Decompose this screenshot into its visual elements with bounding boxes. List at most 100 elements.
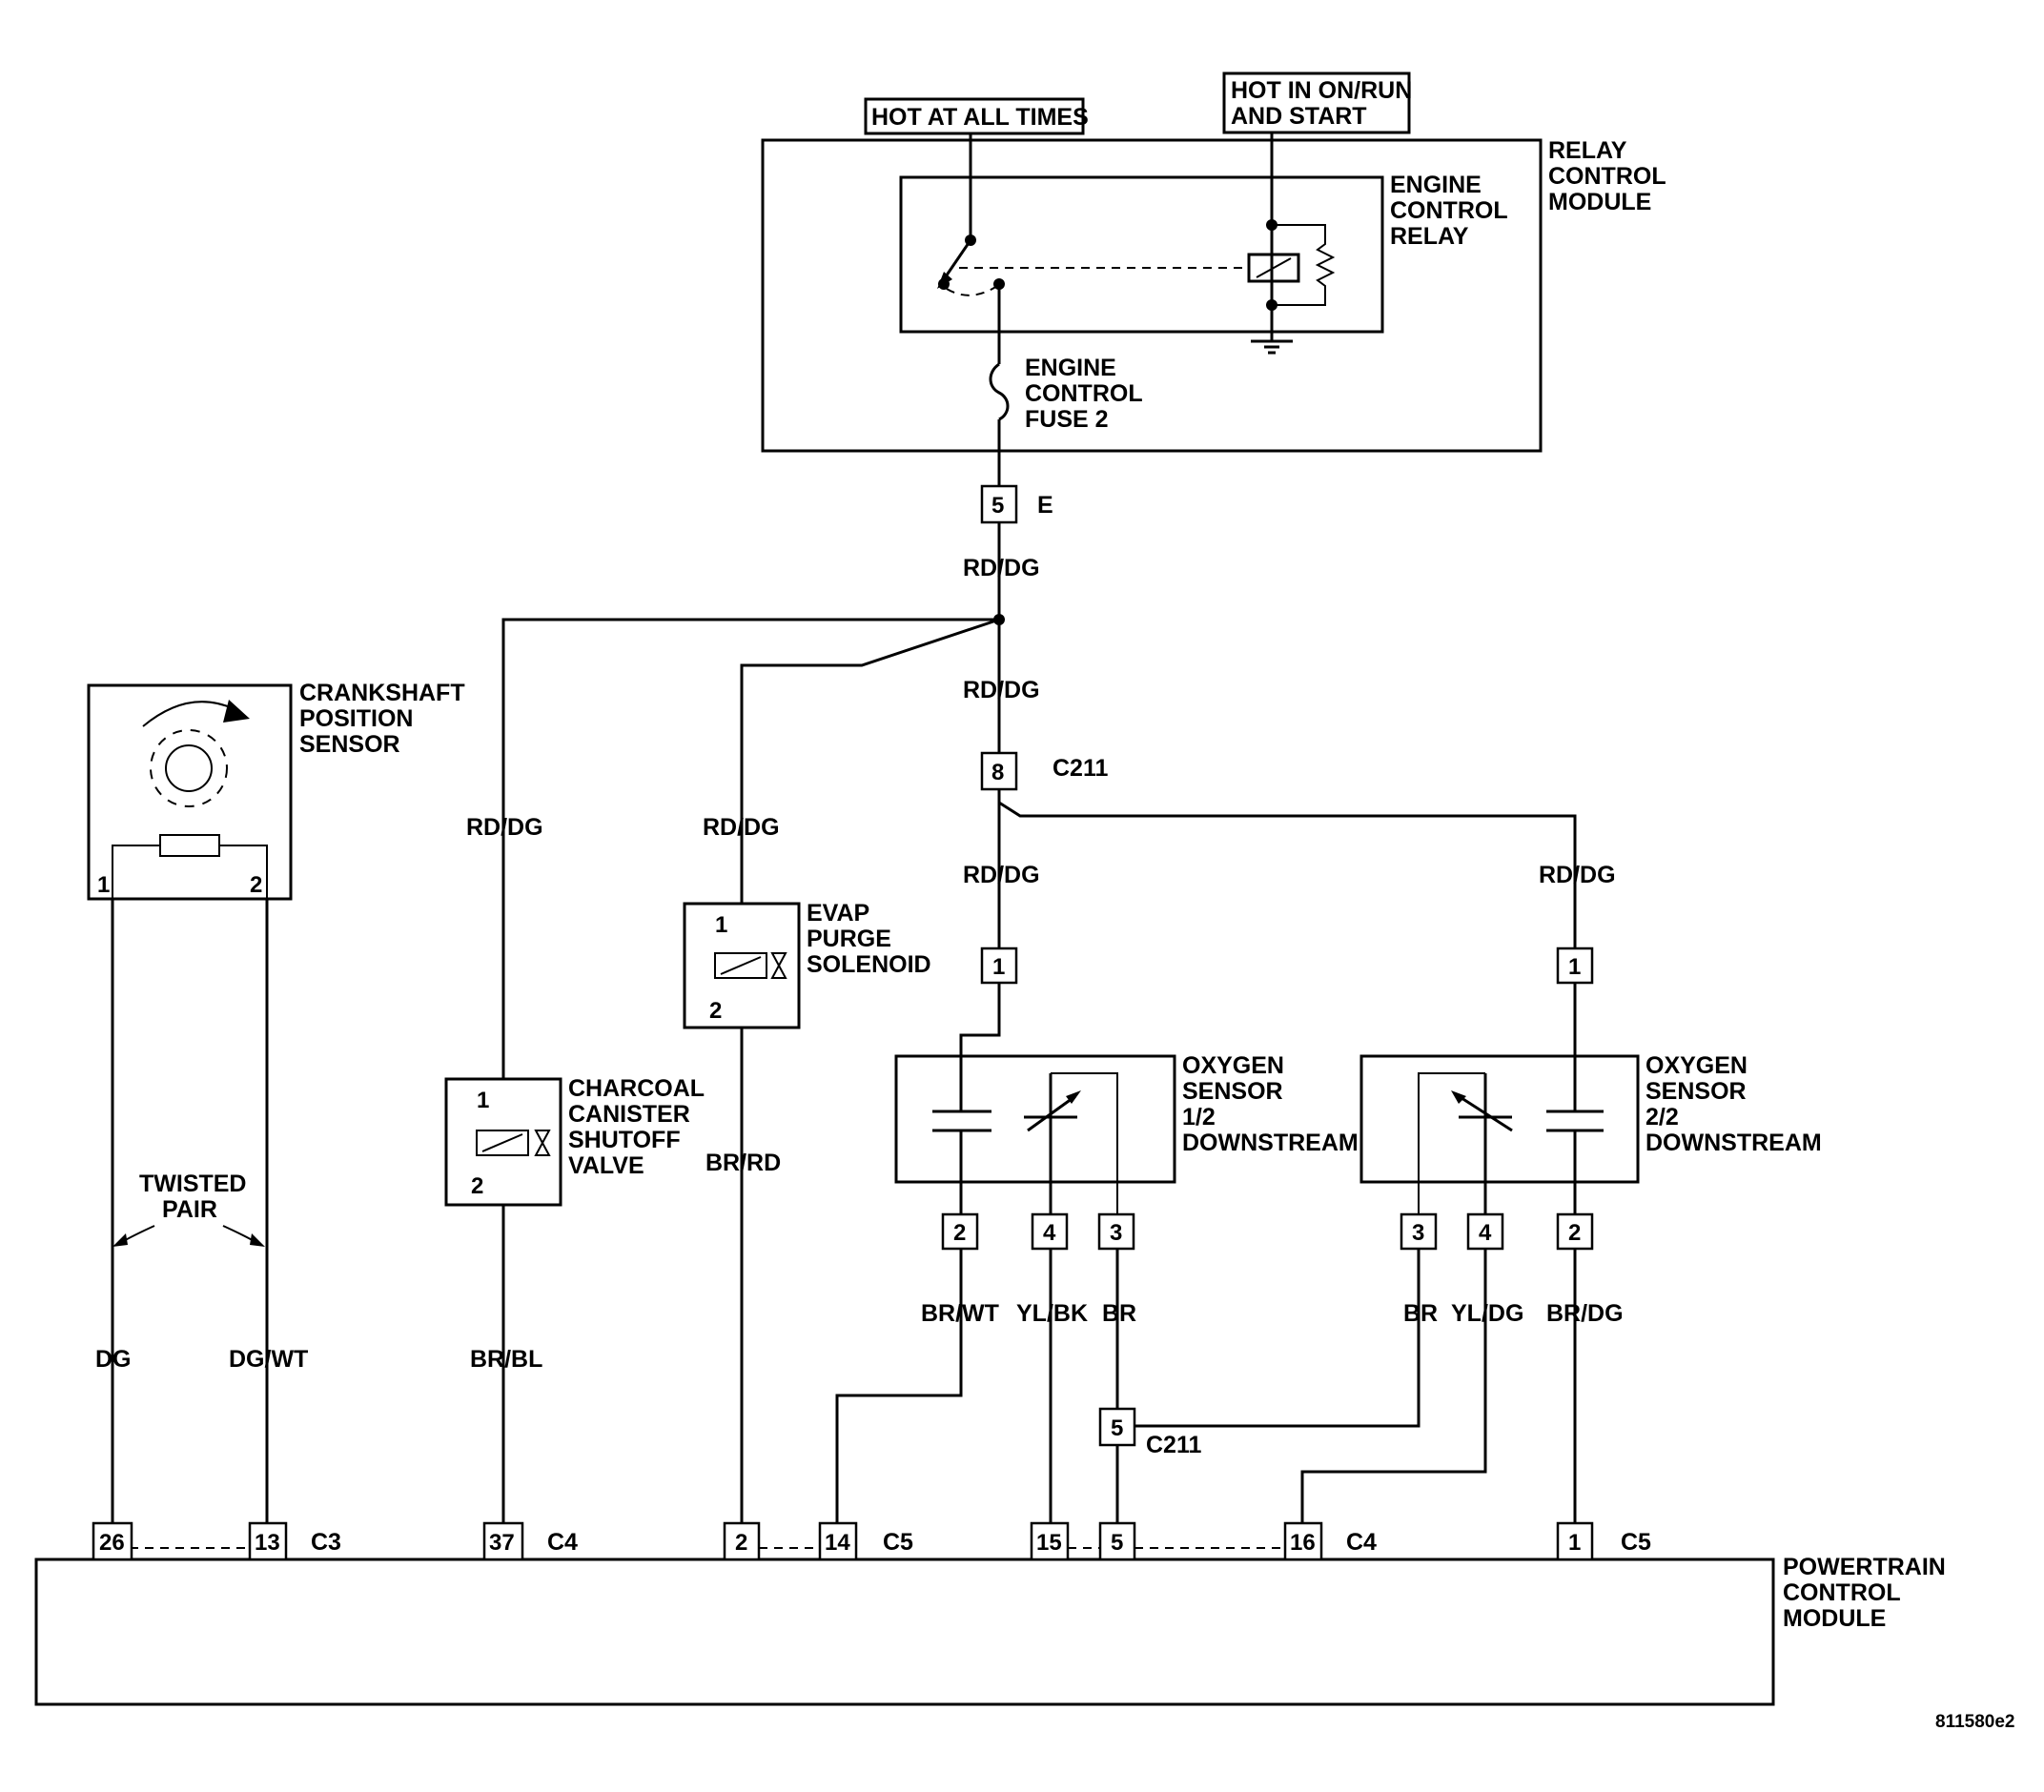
svg-text:3: 3 bbox=[1412, 1220, 1424, 1246]
svg-text:5: 5 bbox=[1111, 1415, 1123, 1441]
svg-text:C4: C4 bbox=[547, 1529, 578, 1556]
svg-text:15: 15 bbox=[1036, 1530, 1062, 1556]
wire-label: RD/DG bbox=[1539, 862, 1616, 888]
svg-text:MODULE: MODULE bbox=[1548, 189, 1651, 215]
svg-text:3: 3 bbox=[1110, 1220, 1122, 1246]
svg-text:5: 5 bbox=[1111, 1530, 1123, 1556]
svg-text:SOLENOID: SOLENOID bbox=[807, 951, 931, 978]
svg-text:14: 14 bbox=[825, 1530, 850, 1556]
svg-text:2: 2 bbox=[1568, 1220, 1581, 1246]
svg-text:CHARCOAL: CHARCOAL bbox=[568, 1075, 705, 1102]
svg-text:POWERTRAIN: POWERTRAIN bbox=[1783, 1554, 1946, 1580]
svg-text:AND START: AND START bbox=[1231, 103, 1367, 130]
wire-label: RD/DG bbox=[963, 555, 1040, 581]
svg-text:SENSOR: SENSOR bbox=[1182, 1078, 1283, 1105]
wire-label: YL/BK bbox=[1016, 1300, 1088, 1327]
svg-text:OXYGEN: OXYGEN bbox=[1645, 1052, 1748, 1079]
wire-label: BR/DG bbox=[1546, 1300, 1624, 1327]
svg-text:E: E bbox=[1037, 492, 1053, 519]
svg-text:2: 2 bbox=[735, 1530, 747, 1556]
engine-control-fuse: ENGINE CONTROL FUSE 2 bbox=[989, 284, 1143, 486]
svg-text:VALVE: VALVE bbox=[568, 1152, 644, 1179]
connector-c211-upper: 8 C211 bbox=[980, 751, 1108, 791]
connector-c211-lower: 5 C211 bbox=[1098, 1407, 1201, 1458]
svg-text:FUSE 2: FUSE 2 bbox=[1025, 406, 1109, 433]
svg-text:C211: C211 bbox=[1053, 755, 1108, 782]
svg-text:2: 2 bbox=[709, 998, 722, 1024]
hot-in-on-run-label: HOT IN ON/RUN AND START bbox=[1222, 71, 1412, 134]
hot-at-all-times-label: HOT AT ALL TIMES bbox=[864, 97, 1089, 135]
svg-text:DOWNSTREAM: DOWNSTREAM bbox=[1645, 1130, 1822, 1156]
wire-label: YL/DG bbox=[1451, 1300, 1523, 1327]
wire-label: RD/DG bbox=[466, 814, 543, 841]
svg-text:CANISTER: CANISTER bbox=[568, 1101, 690, 1128]
connector-e: 5 E bbox=[980, 484, 1053, 524]
svg-text:4: 4 bbox=[1479, 1220, 1492, 1246]
svg-text:CRANKSHAFT: CRANKSHAFT bbox=[299, 680, 465, 706]
svg-text:C211: C211 bbox=[1146, 1432, 1201, 1458]
svg-text:26: 26 bbox=[99, 1530, 125, 1556]
svg-text:2/2: 2/2 bbox=[1645, 1104, 1679, 1130]
svg-text:OXYGEN: OXYGEN bbox=[1182, 1052, 1284, 1079]
svg-text:2: 2 bbox=[953, 1220, 966, 1246]
svg-text:1: 1 bbox=[477, 1088, 489, 1113]
svg-text:POSITION: POSITION bbox=[299, 705, 413, 732]
figure-id: 811580e2 bbox=[1935, 1712, 2015, 1732]
svg-text:EVAP: EVAP bbox=[807, 900, 869, 927]
svg-text:PURGE: PURGE bbox=[807, 926, 891, 952]
svg-text:SHUTOFF: SHUTOFF bbox=[568, 1127, 681, 1153]
svg-text:1: 1 bbox=[1568, 954, 1581, 980]
engine-control-relay: ENGINE CONTROL RELAY bbox=[899, 133, 1508, 355]
svg-text:C5: C5 bbox=[883, 1529, 913, 1556]
svg-text:DOWNSTREAM: DOWNSTREAM bbox=[1182, 1130, 1359, 1156]
svg-text:C3: C3 bbox=[311, 1529, 341, 1556]
svg-text:1: 1 bbox=[992, 954, 1005, 980]
svg-text:37: 37 bbox=[489, 1530, 515, 1556]
svg-text:CONTROL: CONTROL bbox=[1390, 197, 1508, 224]
svg-text:HOT AT ALL TIMES: HOT AT ALL TIMES bbox=[871, 104, 1089, 131]
svg-text:4: 4 bbox=[1043, 1220, 1056, 1246]
svg-text:RELAY: RELAY bbox=[1390, 223, 1469, 250]
svg-text:1: 1 bbox=[715, 912, 727, 938]
crankshaft-position-sensor: CRANKSHAFT POSITION SENSOR 1 2 bbox=[87, 680, 465, 904]
svg-text:TWISTED: TWISTED bbox=[139, 1171, 247, 1197]
svg-text:PAIR: PAIR bbox=[162, 1196, 217, 1223]
svg-text:SENSOR: SENSOR bbox=[299, 731, 400, 758]
svg-text:1: 1 bbox=[97, 872, 110, 898]
relay-control-module: RELAY CONTROL MODULE bbox=[761, 137, 1666, 453]
oxygen-sensor-2-2: 1 OXYGEN SENSOR 2/2 DOWNSTREAM 3 4 2 bbox=[1359, 947, 1822, 1251]
wire-label: BR bbox=[1102, 1300, 1136, 1327]
svg-text:1: 1 bbox=[1568, 1530, 1581, 1556]
wire-label: BR/WT bbox=[921, 1300, 999, 1327]
oxygen-sensor-1-2: 1 OXYGEN SENSOR 1/2 DOWNSTREAM 2 4 3 bbox=[894, 947, 1359, 1251]
twisted-pair-label: TWISTED PAIR bbox=[112, 1171, 265, 1247]
svg-text:HOT IN ON/RUN: HOT IN ON/RUN bbox=[1231, 77, 1412, 104]
svg-text:ENGINE: ENGINE bbox=[1025, 355, 1116, 381]
svg-text:8: 8 bbox=[991, 760, 1004, 785]
svg-text:16: 16 bbox=[1290, 1530, 1316, 1556]
svg-text:ENGINE: ENGINE bbox=[1390, 172, 1482, 198]
svg-text:2: 2 bbox=[250, 872, 262, 898]
wire-label: RD/DG bbox=[703, 814, 780, 841]
svg-text:MODULE: MODULE bbox=[1783, 1605, 1886, 1632]
svg-text:CONTROL: CONTROL bbox=[1783, 1579, 1901, 1606]
wire-label: DG bbox=[95, 1346, 132, 1373]
svg-text:2: 2 bbox=[471, 1173, 483, 1199]
wire-label: BR/RD bbox=[705, 1150, 781, 1176]
wire-label: DG/WT bbox=[229, 1346, 308, 1373]
svg-text:C5: C5 bbox=[1621, 1529, 1651, 1556]
svg-text:CONTROL: CONTROL bbox=[1025, 380, 1143, 407]
evap-purge-solenoid: 1 2 EVAP PURGE SOLENOID bbox=[683, 900, 931, 1029]
svg-text:CONTROL: CONTROL bbox=[1548, 163, 1666, 190]
wire-label: RD/DG bbox=[963, 677, 1040, 703]
svg-text:SENSOR: SENSOR bbox=[1645, 1078, 1747, 1105]
powertrain-control-module: POWERTRAIN CONTROL MODULE 26 13 C3 37 C4… bbox=[34, 1521, 1946, 1706]
charcoal-canister-shutoff-valve: 1 2 CHARCOAL CANISTER SHUTOFF VALVE bbox=[444, 1075, 705, 1207]
wire-label: BR/BL bbox=[470, 1346, 542, 1373]
svg-text:13: 13 bbox=[255, 1530, 280, 1556]
svg-text:RELAY: RELAY bbox=[1548, 137, 1627, 164]
rotation-arrow-icon bbox=[223, 700, 250, 723]
svg-text:C4: C4 bbox=[1346, 1529, 1377, 1556]
wire-label: BR bbox=[1403, 1300, 1438, 1327]
